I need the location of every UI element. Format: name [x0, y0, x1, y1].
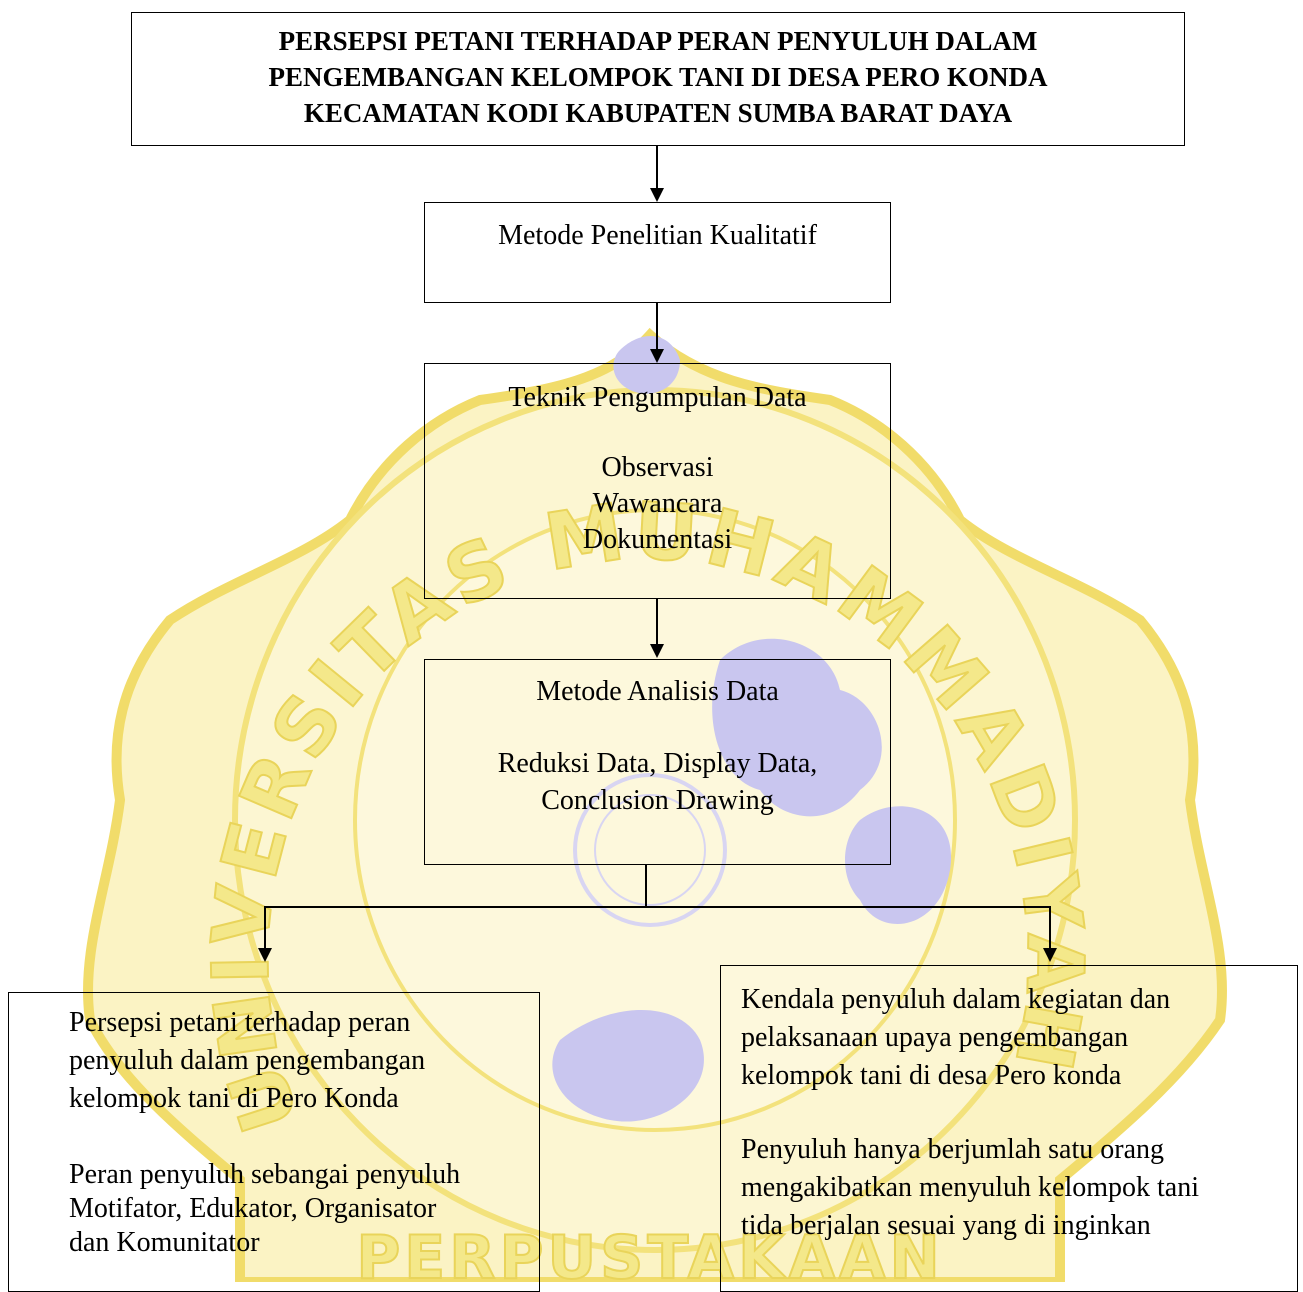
- title-line-1: PERSEPSI PETANI TERHADAP PERAN PENYULUH …: [278, 26, 1038, 56]
- connector-line: [656, 599, 658, 647]
- title-line-2: PENGEMBANGAN KELOMPOK TANI DI DESA PERO …: [268, 62, 1048, 92]
- branch-line: [264, 906, 1051, 908]
- left-p1-line-2: penyuluh dalam pengembangan: [69, 1045, 426, 1076]
- analisis-line-2: Conclusion Drawing: [541, 785, 774, 816]
- right-p1-line-3: kelompok tani di desa Pero konda: [741, 1060, 1122, 1091]
- metode-penelitian-box: Metode Penelitian Kualitatif: [424, 202, 891, 303]
- right-p2-line-2: mengakibatkan menyuluh kelompok tani: [741, 1172, 1200, 1203]
- right-p1-line-2: pelaksanaan upaya pengembangan: [741, 1022, 1129, 1053]
- connector-line: [656, 303, 658, 352]
- teknik-item-observasi: Observasi: [601, 452, 714, 483]
- teknik-item-dokumentasi: Dokumentasi: [582, 524, 733, 555]
- connector-line-left: [264, 906, 266, 950]
- arrow-down-icon: [650, 349, 664, 363]
- right-p2-line-3: tida berjalan sesuai yang di inginkan: [741, 1210, 1151, 1241]
- connector-line-right: [1049, 906, 1051, 950]
- arrow-down-icon: [650, 644, 664, 658]
- title-line-3: KECAMATAN KODI KABUPATEN SUMBA BARAT DAY…: [303, 98, 1013, 128]
- connector-line: [645, 865, 647, 907]
- arrow-down-icon: [258, 948, 272, 962]
- analisis-line-1: Reduksi Data, Display Data,: [497, 748, 818, 779]
- persepsi-petani-box: Persepsi petani terhadap peran penyuluh …: [8, 992, 540, 1292]
- arrow-down-icon: [650, 188, 664, 202]
- left-p1-line-1: Persepsi petani terhadap peran: [69, 1007, 411, 1038]
- metode-analisis-box: Metode Analisis Data Reduksi Data, Displ…: [424, 659, 891, 865]
- left-p2-line-1: Peran penyuluh sebangai penyuluh: [69, 1159, 461, 1190]
- left-p2-line-3: dan Komunitator: [69, 1227, 260, 1258]
- kendala-penyuluh-box: Kendala penyuluh dalam kegiatan dan pela…: [720, 965, 1298, 1292]
- title-box: PERSEPSI PETANI TERHADAP PERAN PENYULUH …: [131, 12, 1185, 146]
- metode-penelitian-label: Metode Penelitian Kualitatif: [498, 220, 817, 251]
- left-p2-line-2: Motifator, Edukator, Organisator: [69, 1193, 437, 1224]
- teknik-heading: Teknik Pengumpulan Data: [508, 382, 807, 413]
- analisis-heading: Metode Analisis Data: [536, 676, 779, 707]
- arrow-down-icon: [1043, 948, 1057, 962]
- left-p1-line-3: kelompok tani di Pero Konda: [69, 1083, 399, 1114]
- teknik-item-wawancara: Wawancara: [592, 488, 723, 519]
- right-p1-line-1: Kendala penyuluh dalam kegiatan dan: [741, 984, 1171, 1015]
- connector-line: [656, 146, 658, 191]
- right-p2-line-1: Penyuluh hanya berjumlah satu orang: [741, 1134, 1165, 1165]
- teknik-pengumpulan-box: Teknik Pengumpulan Data Observasi Wawanc…: [424, 363, 891, 599]
